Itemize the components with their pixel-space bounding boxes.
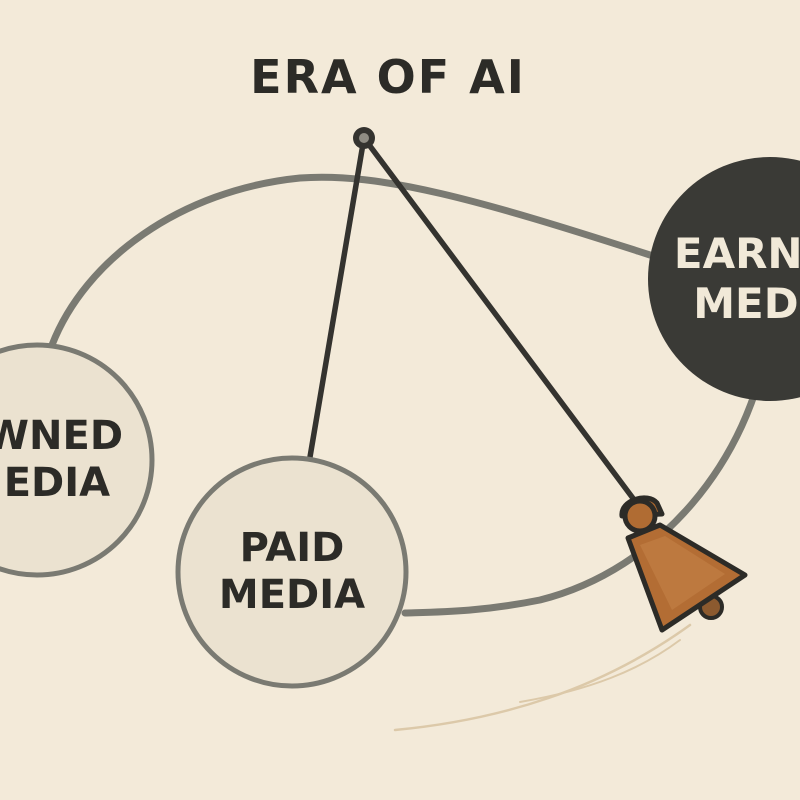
earned-media-label: EARNED MEDIA	[650, 157, 800, 401]
owned-media-label: OWNED MEDIA	[0, 343, 152, 577]
paid-media-label-line1: PAID	[239, 524, 345, 571]
owned-media-label-line1: OWNED	[0, 412, 124, 459]
diagram-title: ERA OF AI	[250, 50, 526, 104]
pivot-icon	[353, 127, 375, 149]
pendulum-string-bell	[361, 135, 641, 508]
paid-media-label: PAID MEDIA	[177, 456, 407, 688]
media-loop-lower	[401, 334, 772, 617]
pendulum-string-paid	[307, 135, 367, 460]
bell-icon	[619, 495, 748, 633]
paid-media-label-line2: MEDIA	[218, 572, 366, 618]
media-loop	[48, 173, 654, 349]
paid-media-circle	[175, 455, 409, 689]
earned-media-circle	[648, 157, 800, 401]
motion-line	[519, 639, 681, 703]
owned-media-circle	[0, 342, 155, 578]
motion-line	[393, 623, 692, 732]
earned-media-label-line1: EARNED	[673, 229, 800, 279]
earned-media-label-line2: MEDIA	[693, 279, 800, 328]
owned-media-label-line2: MEDIA	[0, 460, 111, 506]
